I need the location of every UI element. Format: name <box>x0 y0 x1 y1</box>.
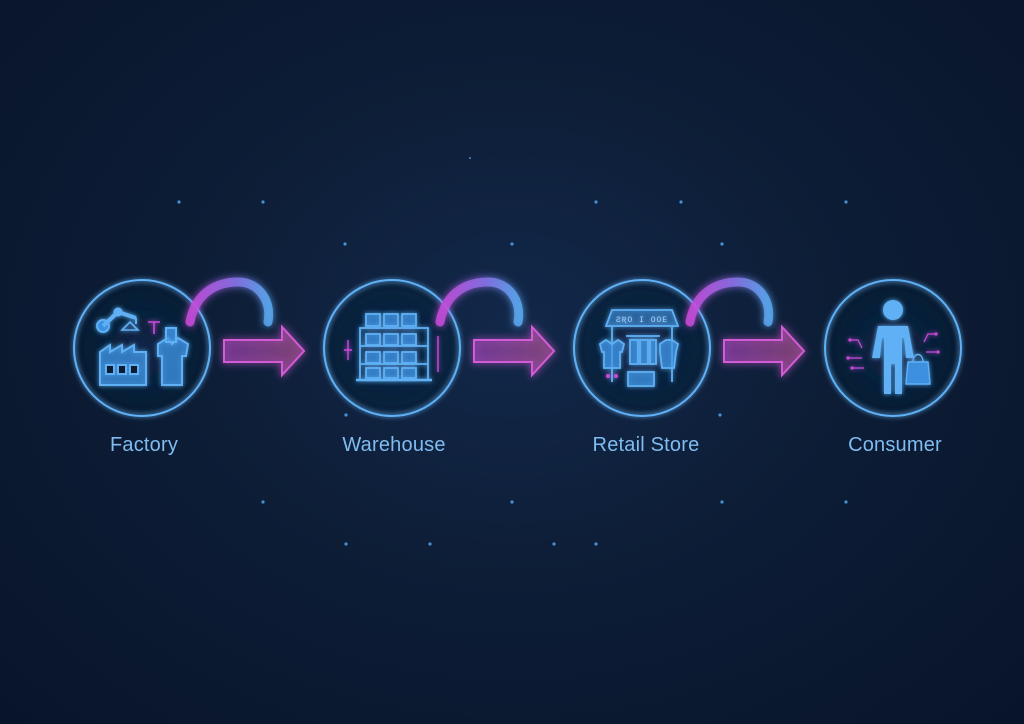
factory-icon <box>96 307 190 386</box>
connector-3 <box>685 277 806 378</box>
consumer-icon <box>846 300 940 394</box>
retail-store-icon: ƧƦO I OOE <box>598 309 680 387</box>
connector-1 <box>185 277 306 378</box>
warehouse-shelves-icon <box>344 313 439 382</box>
factory-circle <box>73 279 211 417</box>
stage-label-retail-store: Retail Store <box>592 434 700 456</box>
stage-label-warehouse: Warehouse <box>342 434 446 456</box>
warehouse-circle <box>323 279 461 417</box>
store-sign-text: ƧƦO I OOE <box>616 316 668 325</box>
background-dots <box>177 157 848 546</box>
stage-label-consumer: Consumer <box>848 434 942 456</box>
connector-2 <box>435 277 556 378</box>
stage-label-factory: Factory <box>109 434 179 456</box>
